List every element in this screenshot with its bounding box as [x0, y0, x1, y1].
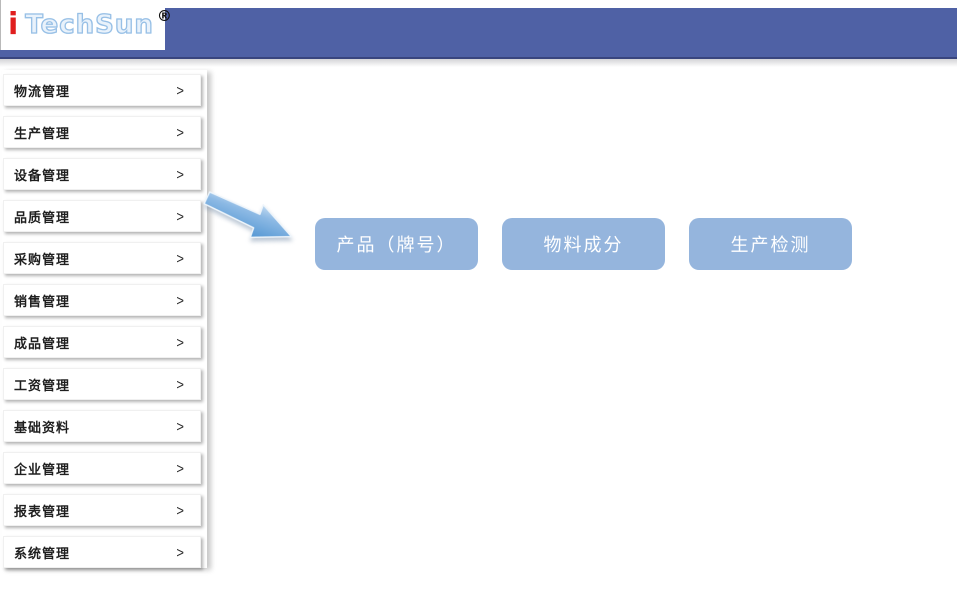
shortcut-button[interactable]: 生产检测 [689, 218, 852, 270]
sidebar-menu-item[interactable]: 报表管理 > [3, 494, 201, 526]
sidebar-menu-item[interactable]: 成品管理 > [3, 326, 201, 358]
sidebar-menu-item[interactable]: 基础资料 > [3, 410, 201, 442]
sidebar-item-label: 销售管理 [14, 293, 71, 309]
sidebar-item-label: 成品管理 [14, 335, 71, 351]
sidebar-menu-item[interactable]: 物流管理 > [3, 74, 201, 106]
chevron-right-icon: > [176, 249, 184, 267]
logo[interactable]: i TechSun ® [0, 0, 172, 50]
sidebar-menu-item[interactable]: 销售管理 > [3, 284, 201, 316]
chevron-right-icon: > [176, 543, 184, 561]
header-shadow [0, 59, 957, 67]
chevron-right-icon: > [176, 375, 184, 393]
sidebar-menu-item[interactable]: 系统管理 > [3, 536, 201, 568]
sidebar-menu-item[interactable]: 品质管理 > [3, 200, 201, 232]
sidebar-item-label: 设备管理 [14, 167, 71, 183]
chevron-right-icon: > [176, 81, 184, 99]
chevron-right-icon: > [176, 291, 184, 309]
sidebar-item-label: 工资管理 [14, 377, 71, 393]
sidebar-item-label: 生产管理 [14, 125, 71, 141]
sidebar-item-label: 企业管理 [14, 461, 71, 477]
sidebar-item-label: 采购管理 [14, 251, 71, 267]
chevron-right-icon: > [176, 501, 184, 519]
chevron-right-icon: > [176, 207, 184, 225]
logo-mark: i [8, 7, 19, 42]
pointer-arrow-icon [194, 176, 304, 260]
sidebar-menu-item[interactable]: 设备管理 > [3, 158, 201, 190]
sidebar-item-label: 品质管理 [14, 209, 71, 225]
shortcut-button-row: 产品（牌号） 物料成分 生产检测 [315, 218, 852, 270]
chevron-right-icon: > [176, 333, 184, 351]
chevron-right-icon: > [176, 123, 184, 141]
sidebar-menu-item[interactable]: 采购管理 > [3, 242, 201, 274]
sidebar-item-label: 物流管理 [14, 83, 71, 99]
chevron-right-icon: > [176, 459, 184, 477]
sidebar-menu-item[interactable]: 生产管理 > [3, 116, 201, 148]
logo-brand-text: TechSun [25, 10, 154, 40]
registered-trademark-symbol: ® [156, 7, 172, 25]
shortcut-button[interactable]: 产品（牌号） [315, 218, 478, 270]
sidebar-item-label: 基础资料 [14, 419, 71, 435]
chevron-right-icon: > [176, 165, 184, 183]
shortcut-button[interactable]: 物料成分 [502, 218, 665, 270]
sidebar-menu: 物流管理 > 生产管理 > 设备管理 > 品质管理 > 采购管理 > 销售管理 … [2, 70, 207, 568]
sidebar-menu-item[interactable]: 工资管理 > [3, 368, 201, 400]
chevron-right-icon: > [176, 417, 184, 435]
sidebar-item-label: 系统管理 [14, 545, 71, 561]
sidebar-item-label: 报表管理 [14, 503, 71, 519]
sidebar-menu-item[interactable]: 企业管理 > [3, 452, 201, 484]
